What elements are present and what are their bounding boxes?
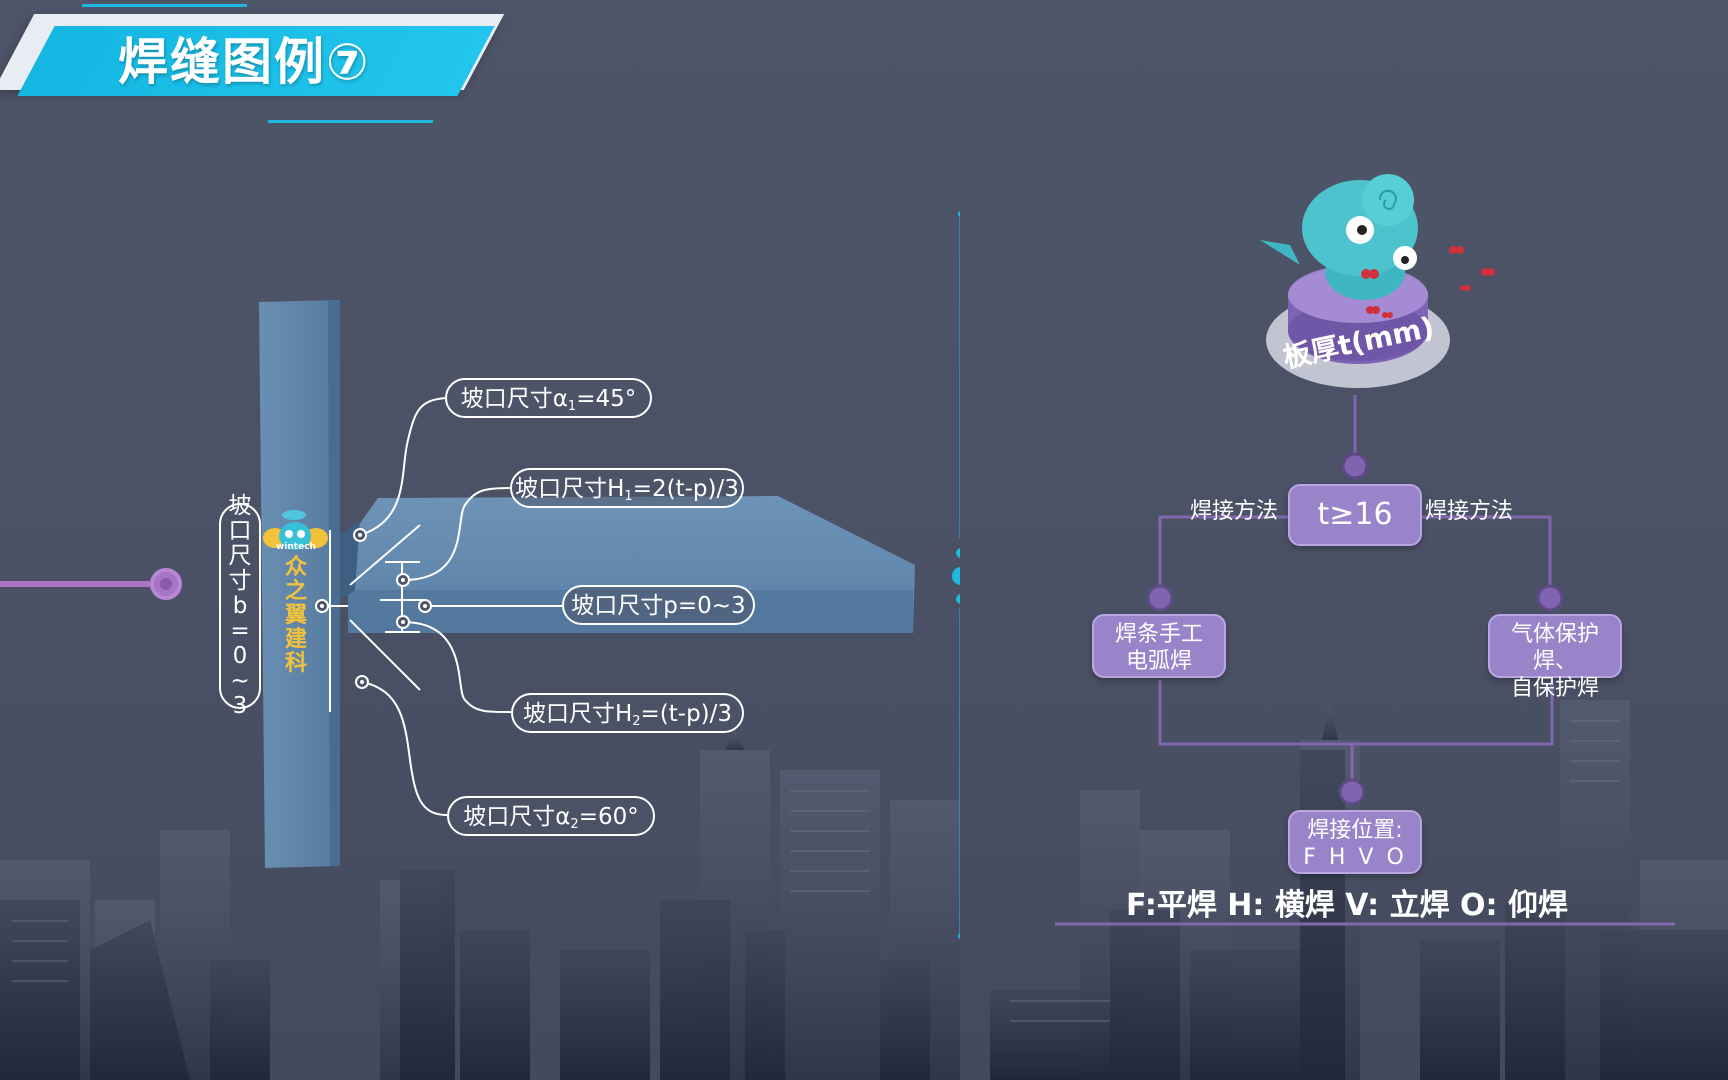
mascot-icon (1260, 174, 1495, 318)
callout-alpha1: 坡口尺寸α1=45° (445, 378, 652, 418)
callout-alpha2: 坡口尺寸α2=60° (447, 796, 655, 836)
method-box-gas-shielded: 气体保护焊、 自保护焊 (1488, 614, 1622, 701)
condition-box: t≥16 (1288, 484, 1422, 546)
position-legend: F:平焊 H: 横焊 V: 立焊 O: 仰焊 (1126, 888, 1568, 923)
method-label-left: 焊接方法 (1190, 499, 1279, 524)
flowchart-connectors: 板厚t(mm) (1055, 174, 1675, 926)
weld-position-box: 焊接位置: F H V O (1288, 810, 1422, 874)
title-accent-line-top (82, 4, 247, 7)
groove-gap-b-label: 坡 口 尺 寸 b = 0 ~ 3 (219, 493, 261, 718)
logo-name: 众 之 翼 建 科 (284, 555, 307, 676)
method-box-manual-arc: 焊条手工 电弧焊 (1092, 614, 1226, 678)
page-title: 焊缝图例⑦ (118, 33, 371, 91)
leader-lines (359, 397, 562, 816)
callout-h1: 坡口尺寸H1=2(t-p)/3 (510, 468, 744, 508)
logo-wordmark: wintech (276, 542, 316, 552)
title-accent-line-bottom (268, 120, 433, 123)
method-label-right: 焊接方法 (1425, 499, 1514, 524)
divider-node (952, 567, 960, 585)
weld-joint-diagram (0, 211, 960, 939)
logo-mascot-icon (263, 510, 328, 550)
callout-h2: 坡口尺寸H2=(t-p)/3 (511, 693, 744, 733)
callout-p: 坡口尺寸p=0~3 (562, 585, 755, 625)
vertical-plate (259, 300, 340, 868)
